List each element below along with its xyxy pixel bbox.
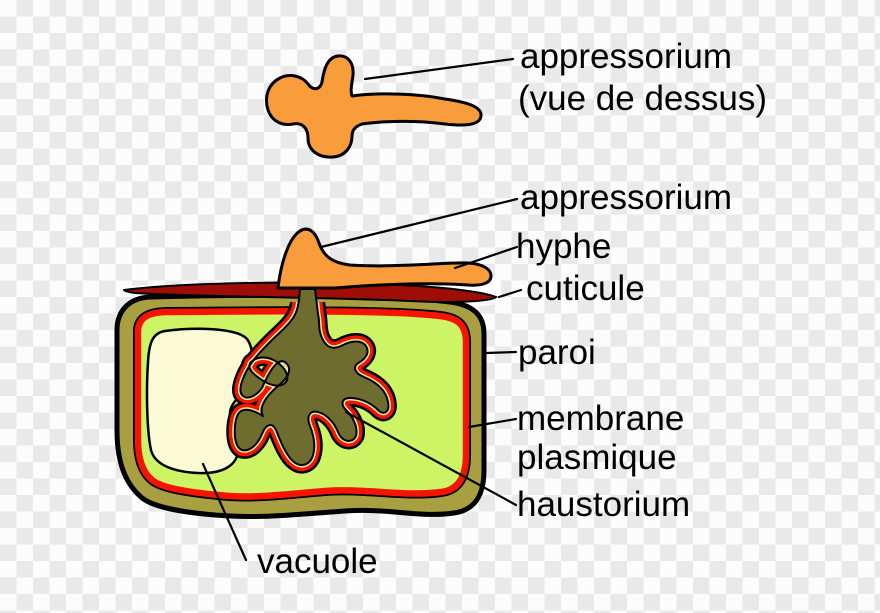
label-haustorium: haustorium bbox=[517, 485, 690, 524]
label-membrane-line1: membrane bbox=[517, 399, 684, 438]
appressorium-hyphe-shape bbox=[276, 227, 493, 290]
leader-membrane bbox=[467, 417, 518, 429]
leader-paroi bbox=[484, 350, 518, 355]
label-membrane-line2: plasmique bbox=[517, 438, 677, 477]
label-vacuole: vacuole bbox=[257, 542, 378, 581]
label-appressorium-side: appressorium bbox=[520, 178, 732, 217]
label-appressorium-top-line2: (vue de dessus) bbox=[518, 79, 767, 118]
leader-appressorium-top bbox=[363, 57, 515, 81]
label-paroi: paroi bbox=[518, 333, 596, 372]
label-cuticule: cuticule bbox=[526, 269, 645, 308]
haustorium-shape bbox=[233, 288, 390, 467]
leader-hyphe bbox=[453, 245, 519, 270]
leader-vacuole bbox=[201, 462, 248, 562]
leader-appressorium-side bbox=[319, 197, 519, 249]
appressorium-top-view-shape bbox=[265, 54, 483, 159]
label-appressorium-top-line1: appressorium bbox=[520, 37, 732, 76]
leader-haustorium bbox=[344, 410, 518, 507]
label-hyphe: hyphe bbox=[516, 227, 611, 266]
leader-cuticule bbox=[497, 288, 523, 299]
